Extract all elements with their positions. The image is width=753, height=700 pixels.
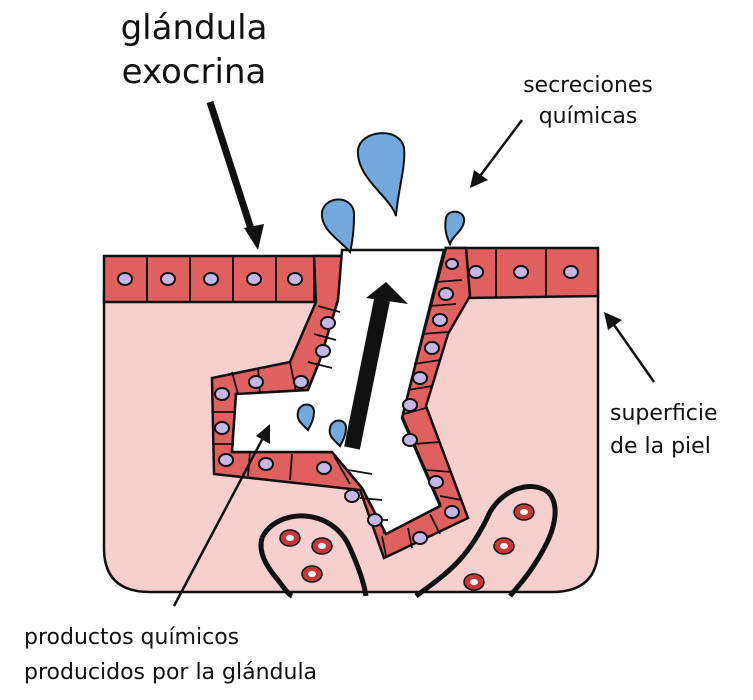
title-line-1: glándula: [108, 6, 280, 50]
secretions-label: secreciones químicas: [508, 70, 668, 132]
droplet-small: [445, 212, 464, 244]
title-line-2: exocrina: [108, 50, 280, 94]
arrow-gland-pointer: [210, 102, 264, 250]
title-label: glándula exocrina: [108, 6, 280, 94]
secretions-line-1: secreciones: [508, 70, 668, 101]
arrow-skin-pointer: [604, 312, 654, 382]
skin-line-2: de la piel: [610, 430, 753, 463]
droplet-medium: [322, 199, 354, 252]
products-line-2: producidos por la glándula: [24, 655, 424, 690]
secretions-line-2: químicas: [508, 101, 668, 132]
droplet-large: [358, 133, 404, 216]
skin-surface-label: superficie de la piel: [610, 397, 753, 463]
products-label: productos químicos producidos por la glá…: [24, 620, 424, 690]
surface-epithelium-left: [104, 256, 340, 302]
skin-line-1: superficie: [610, 397, 753, 430]
products-line-1: productos químicos: [24, 620, 424, 655]
